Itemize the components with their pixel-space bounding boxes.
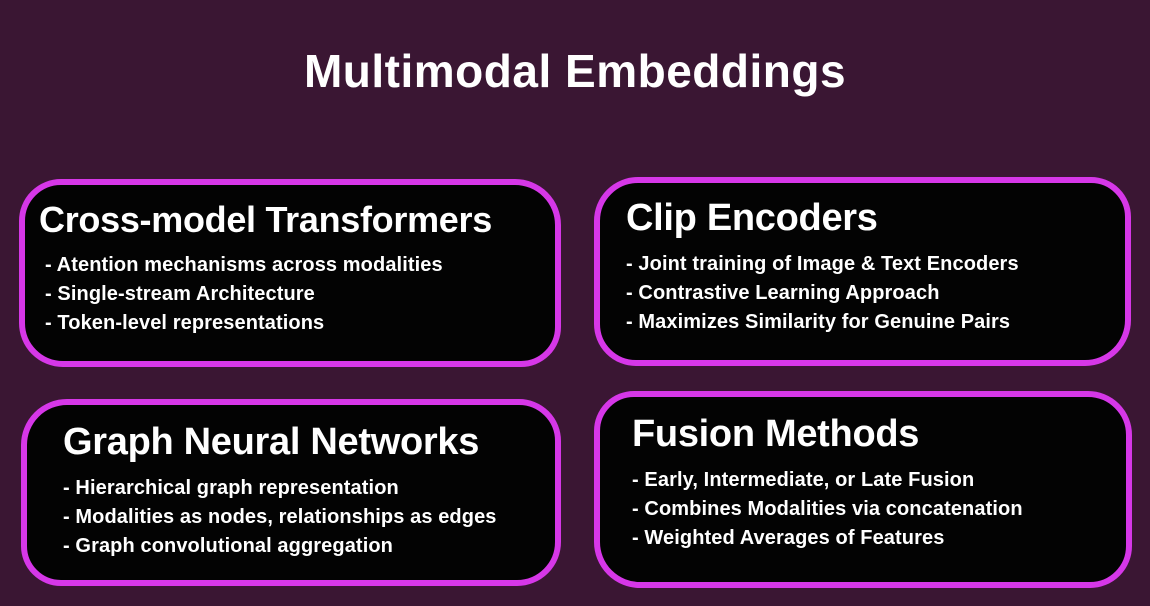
bullet-item: - Hierarchical graph representation (63, 477, 399, 499)
bullet-list: - Early, Intermediate, or Late Fusion - … (632, 466, 1108, 553)
bullet-item: - Combines Modalities via concatenation (632, 498, 1023, 520)
bullet-item: - Graph convolutional aggregation (63, 535, 393, 557)
bullet-item: - Contrastive Learning Approach (626, 282, 940, 304)
card-fusion-methods[interactable]: Fusion Methods - Early, Intermediate, or… (594, 391, 1132, 588)
bullet-list: - Hierarchical graph representation - Mo… (63, 474, 537, 561)
card-clip-encoders[interactable]: Clip Encoders - Joint training of Image … (594, 177, 1131, 366)
page-title: Multimodal Embeddings (303, 45, 847, 97)
card-title: Graph Neural Networks (63, 421, 480, 463)
bullet-list: - Joint training of Image & Text Encoder… (626, 250, 1107, 337)
bullet-item: - Early, Intermediate, or Late Fusion (632, 469, 975, 491)
card-cross-model-transformers[interactable]: Cross-model Transformers - Atention mech… (19, 179, 561, 367)
bullet-item: - Atention mechanisms across modalities (45, 254, 443, 276)
bullet-item: - Single-stream Architecture (45, 283, 315, 305)
bullet-item: - Weighted Averages of Features (632, 527, 945, 549)
bullet-item: - Joint training of Image & Text Encoder… (626, 253, 1019, 275)
bullet-item: - Token-level representations (45, 312, 325, 334)
bullet-list: - Atention mechanisms across modalities … (45, 251, 537, 338)
bullet-item: - Modalities as nodes, relationships as … (63, 506, 497, 528)
card-title: Cross-model Transformers (39, 199, 492, 240)
card-graph-neural-networks[interactable]: Graph Neural Networks - Hierarchical gra… (21, 399, 561, 586)
bullet-item: - Maximizes Similarity for Genuine Pairs (626, 311, 1011, 333)
card-title: Clip Encoders (626, 197, 878, 239)
card-title: Fusion Methods (632, 413, 920, 455)
